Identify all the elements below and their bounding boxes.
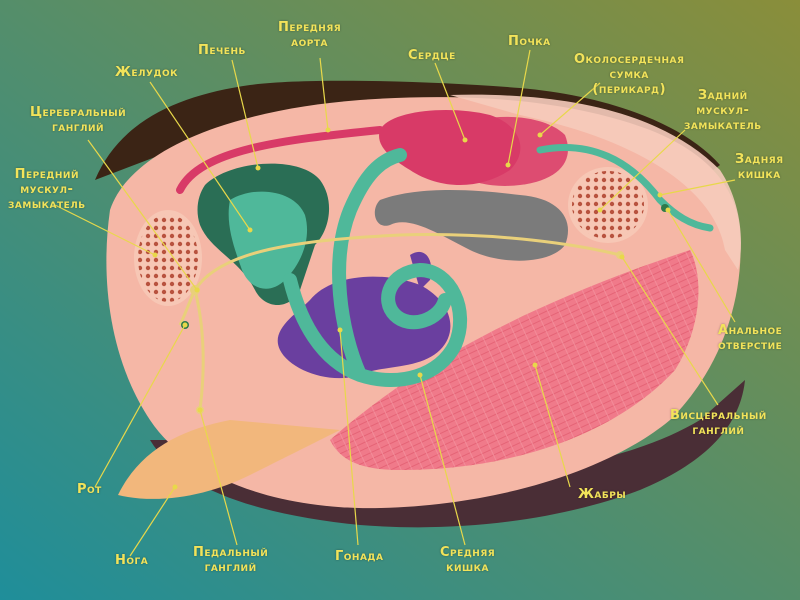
label-gills: Жабры [578, 487, 627, 502]
gills-texture [330, 250, 699, 470]
leader-dot [505, 162, 511, 168]
posterior-adductor-dots [572, 171, 644, 239]
leader-dot [182, 322, 188, 328]
leader-dot [619, 254, 625, 260]
leader-dot [194, 287, 200, 293]
leader-dot [532, 362, 538, 368]
leader-dot [597, 207, 603, 213]
leader-lines [54, 49, 736, 557]
anterior-aorta [176, 126, 384, 194]
foot-shape [118, 420, 340, 499]
label-stomach: Желудок [115, 65, 178, 80]
label-mouth: Рот [77, 482, 102, 497]
leader-dot [152, 252, 158, 258]
shell-inner-edge [450, 94, 741, 270]
kidney-shape [374, 190, 568, 261]
label-foot: Нога [115, 553, 149, 568]
leader-dot [665, 207, 671, 213]
label-gonad: Гонада [335, 549, 384, 564]
stomach-shape [228, 191, 308, 289]
leader-dot [325, 127, 331, 133]
leader-dot [255, 165, 261, 171]
leader-dots [152, 127, 671, 490]
leader-dot [197, 407, 203, 413]
leader-dot [172, 484, 178, 490]
leader-dot [417, 372, 423, 378]
anterior-adductor-dots [138, 214, 198, 302]
label-heart: Сердце [408, 48, 456, 63]
intestine [283, 148, 467, 388]
heart-shape [379, 110, 521, 185]
leader-dot [247, 227, 253, 233]
leader-dot [462, 137, 468, 143]
label-kidney: Почка [508, 34, 551, 49]
leader-dot [537, 132, 543, 138]
hindgut [536, 143, 714, 232]
leader-dot [337, 327, 343, 333]
leader-dot [657, 192, 663, 198]
label-liver: Печень [198, 43, 246, 58]
